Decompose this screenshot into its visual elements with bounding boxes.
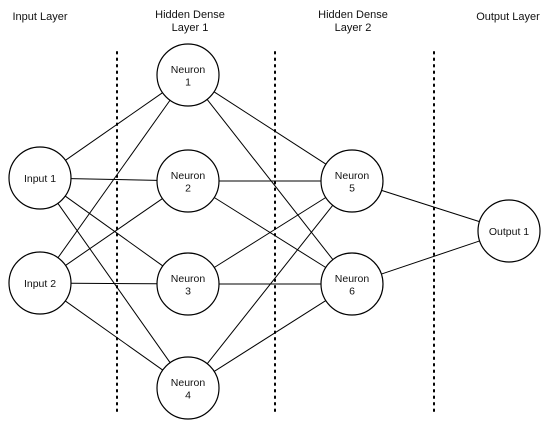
node-label: Neuron xyxy=(335,170,370,182)
layer-title-input: Input Layer xyxy=(12,11,67,23)
edge-n5-out1 xyxy=(381,189,480,223)
node-label: 3 xyxy=(185,285,191,297)
node-label: Neuron xyxy=(171,170,206,182)
node-circle xyxy=(156,252,220,316)
edge-in2-n2 xyxy=(65,198,163,266)
node-out1: Output 1 xyxy=(477,199,541,263)
node-circle xyxy=(320,252,384,316)
layer-title-hidden2: Layer 2 xyxy=(335,22,372,34)
node-in2: Input 2 xyxy=(8,251,72,315)
layer-dividers xyxy=(116,51,435,413)
edge-n1-n5 xyxy=(213,91,327,165)
node-label: 2 xyxy=(185,182,191,194)
node-label: Neuron xyxy=(171,64,206,76)
edge-in1-n1 xyxy=(65,92,163,161)
node-circle xyxy=(156,43,220,107)
edge-in2-n3 xyxy=(70,282,158,285)
layer-title-hidden1: Hidden Dense xyxy=(155,9,225,21)
node-label: 6 xyxy=(349,285,355,297)
node-label: Input 2 xyxy=(24,278,56,290)
edge-in2-n4 xyxy=(64,300,164,371)
node-circle xyxy=(8,146,72,210)
edge-in1-n3 xyxy=(64,195,164,267)
node-label: Neuron xyxy=(171,377,206,389)
node-label: 5 xyxy=(349,182,355,194)
edge-n1-n6 xyxy=(206,99,334,260)
node-label: Neuron xyxy=(335,273,370,285)
node-label: Output 1 xyxy=(489,226,529,238)
node-in1: Input 1 xyxy=(8,146,72,210)
node-label: Input 1 xyxy=(24,173,56,185)
edge-n3-n5 xyxy=(213,197,327,268)
edge-in2-n1 xyxy=(57,99,171,259)
connections xyxy=(57,91,480,372)
node-circle xyxy=(320,149,384,213)
edge-n4-n6 xyxy=(213,300,327,372)
layer-title-hidden2: Hidden Dense xyxy=(318,9,388,21)
node-circle xyxy=(156,356,220,420)
node-circle xyxy=(8,251,72,315)
edge-n6-out1 xyxy=(381,240,480,275)
layer-title-hidden1: Layer 1 xyxy=(172,22,209,34)
node-circle xyxy=(156,149,220,213)
node-label: Neuron xyxy=(171,273,206,285)
layer-title-output: Output Layer xyxy=(476,11,540,23)
node-label: 1 xyxy=(185,76,191,88)
edge-n4-n5 xyxy=(206,204,334,365)
node-label: 4 xyxy=(185,389,191,401)
node-circle xyxy=(477,199,541,263)
